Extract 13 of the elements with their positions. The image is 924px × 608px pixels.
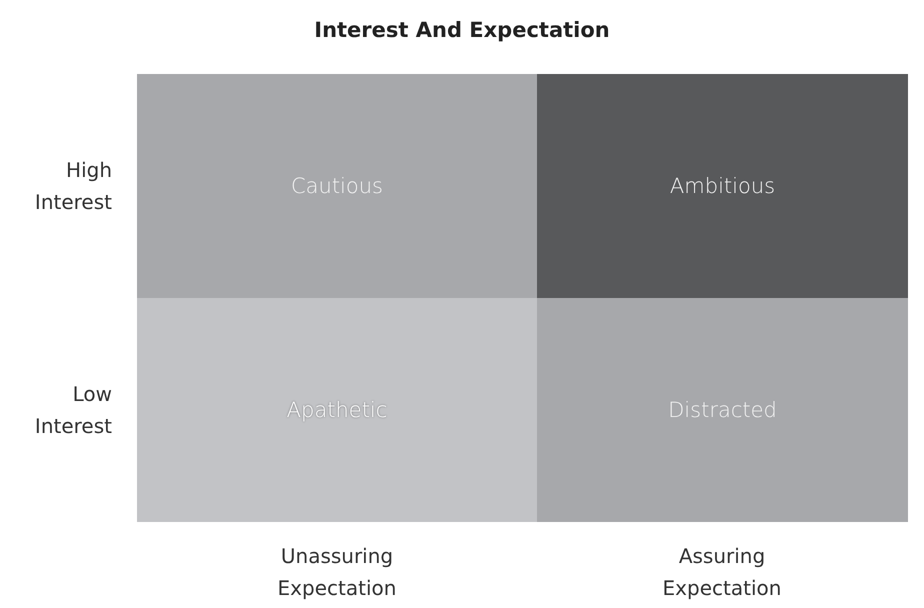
- quadrant-cell: [537, 298, 908, 522]
- row-axis-label: High Interest: [34, 157, 112, 216]
- quadrant-cell: [137, 298, 537, 522]
- column-axis-label: Unassuring Expectation: [276, 543, 398, 602]
- quadrant-label: Cautious: [290, 174, 383, 198]
- column-axis-label: Assuring Expectation: [662, 543, 782, 602]
- quadrant-label: Apathetic: [286, 398, 388, 422]
- row-axis-label: Low Interest: [34, 381, 112, 440]
- quadrant-cell: [537, 74, 908, 298]
- quadrant-cell: [137, 74, 537, 298]
- quadrant-label: Distracted: [668, 398, 777, 422]
- chart-title: Interest And Expectation: [313, 18, 611, 42]
- quadrant-label: Ambitious: [670, 174, 776, 198]
